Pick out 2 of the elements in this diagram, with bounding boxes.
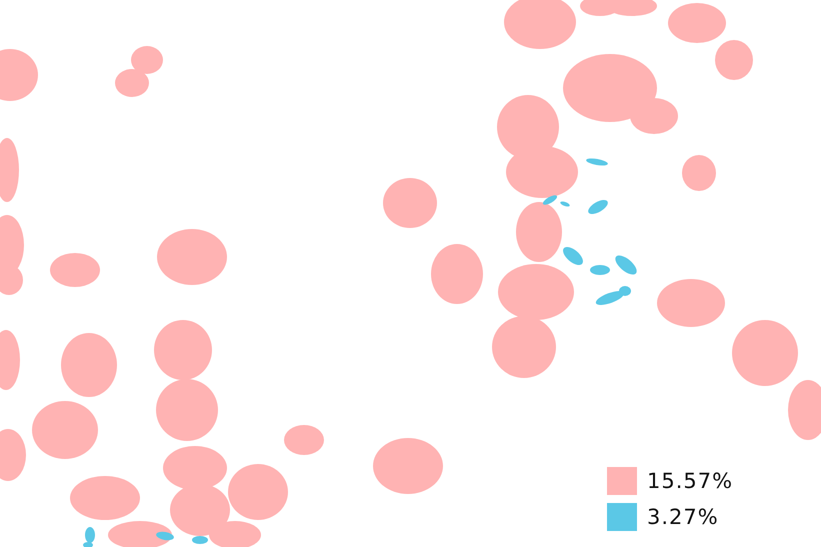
legend-label: 15.57% [647, 469, 734, 493]
legend-label: 3.27% [647, 505, 719, 529]
